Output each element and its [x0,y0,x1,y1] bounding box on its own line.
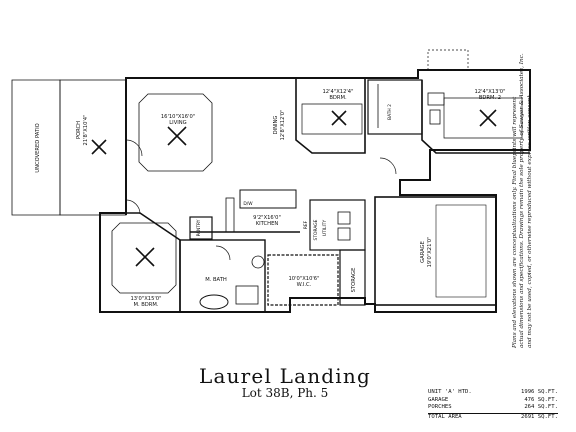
utility-walls [309,199,366,251]
living-dim-label: 16'10"X16'0" [161,114,195,120]
total-area-value: 2691 SQ.FT. [520,413,558,420]
mbdrm-name-label: M. BDRM. [133,302,158,308]
wic-dim-label: 10'0"X10'6" [289,276,320,282]
project-subtitle: Lot 38B, Ph. 5 [241,386,329,400]
area-row: UNIT 'A' HTD. 1996 SQ.FT. [428,389,558,397]
storage2-label: STORAGE [351,268,357,293]
master-bath-walls [179,239,266,313]
pantry-label: PANTRY [196,219,202,236]
area-row-label: PORCHES [428,404,452,411]
bath2-label: BATH 2 [387,104,393,120]
porch-name-label: PORCH [76,121,82,139]
kitchen-name-label: KITCHEN [256,221,279,227]
disclaimer-text: Plans and elevations shown are conceptua… [512,53,534,348]
area-row: GARAGE 476 SQ.FT. [428,397,558,405]
mbdrm-dim-label: 13'0"X15'0" [131,296,162,302]
bdrm3-name-label: BDRM. [329,95,347,101]
area-row-label: GARAGE [428,396,449,403]
master-ceiling [111,222,177,294]
disclaimer-line: actual dimensions and specifications. Dr… [519,53,526,348]
utility-label: UTILITY [322,220,328,237]
ref-label: REF [303,220,309,229]
porch-dim-label: 21'8"X10'4" [83,115,89,146]
uncovered-patio-label: UNCOVERED PATIO [35,123,41,172]
wic-walls [267,254,339,306]
kitchen-dim-label: 9'2"X16'0" [253,215,281,221]
storage-walls [339,249,366,306]
dw-label: D/W [243,201,253,207]
bdrm3-dim-label: 12'4"X12'4" [323,89,354,95]
bdrm3-walls [295,78,366,154]
bdrm2-dim-label: 12'4"X13'0" [475,89,506,95]
area-row-value: 476 SQ.FT. [524,396,558,403]
mbath-label: M. BATH [205,277,227,283]
garage-dim-label: 19'0"X21'0" [427,237,433,268]
project-title: Laurel Landing [198,364,371,388]
wic-name-label: W.I.C. [297,282,312,288]
total-area-row: TOTAL AREA 2691 SQ.FT. [428,412,558,422]
area-row: PORCHES 264 SQ.FT. [428,404,558,412]
garage-name-label: GARAGE [420,241,426,263]
total-area-label: TOTAL AREA [428,413,462,420]
bath2-walls [367,79,423,135]
bdrm2-name-label: BDRM. 2 [479,95,501,101]
dining-dim-label: 12'8"X12'0" [280,110,286,141]
disclaimer-line: Plans and elevations shown are conceptua… [512,96,518,348]
garage-walls [374,196,497,306]
disclaimer-line: and may not be used, copied, or otherwis… [526,93,533,348]
porch-outline [59,79,127,216]
kitchen-island [239,189,297,209]
area-row-value: 264 SQ.FT. [524,404,558,411]
storage1-label: STORAGE [313,219,319,240]
living-name-label: LIVING [169,120,186,126]
bdrm2-walls [421,80,530,154]
pantry-walls [189,216,213,240]
area-row-label: UNIT 'A' HTD. [428,389,472,395]
dining-name-label: DINING [273,116,279,135]
area-row-value: 1996 SQ.FT. [520,389,558,395]
living-ceiling [138,93,213,172]
area-table: UNIT 'A' HTD. 1996 SQ.FT. GARAGE 476 SQ.… [428,389,558,421]
